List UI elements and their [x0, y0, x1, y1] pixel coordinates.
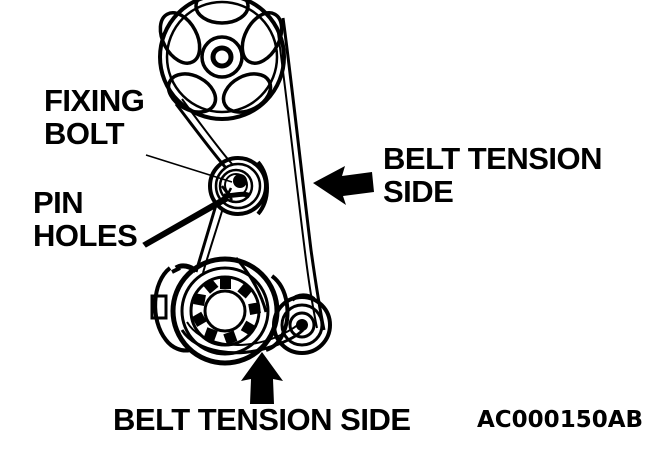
bearing-ball [220, 278, 231, 289]
bearing-ball [240, 320, 256, 336]
bearing-ball [203, 327, 218, 342]
idler-hub [296, 319, 308, 331]
spoke-hole [240, 11, 284, 65]
direction-arrows [241, 166, 374, 404]
bearing-inner-hub [203, 289, 247, 333]
pin-holes-leader-line [142, 195, 230, 248]
belt-tension-up-pointing-arrow [241, 352, 283, 404]
label-fixing-bolt: FIXING BOLT [44, 83, 145, 151]
tensioner-ring-2 [214, 162, 262, 210]
spoke-hole [166, 72, 218, 114]
pulley-bracket-right [265, 274, 290, 352]
bearing-ball [191, 311, 207, 327]
tensioner-outer-arc [256, 160, 269, 216]
tensioner-ring-3 [218, 168, 254, 204]
belt-right-outer [281, 17, 326, 331]
fixing-bolt-leader-line [145, 154, 233, 183]
spoke-hole [221, 72, 273, 114]
idler-pulley [272, 293, 332, 355]
idler-mount-tab [290, 293, 316, 302]
sprocket-outer-rim [158, 0, 286, 121]
bracket-hook-2 [171, 266, 181, 274]
pulley-bracket [153, 266, 191, 353]
label-belt-tension-side-right: BELT TENSION SIDE [383, 141, 603, 209]
label-pin-holes: PIN HOLES [33, 185, 138, 253]
fixing-bolt-head [233, 174, 247, 188]
idler-ring-2 [280, 303, 324, 347]
spoke-hole [158, 11, 202, 65]
label-belt-tension-side-bottom: BELT TENSION SIDE [113, 402, 411, 437]
sprocket-spoke-holes [158, 0, 284, 114]
camshaft-sprocket [158, 0, 286, 121]
idler-ring-3 [288, 311, 316, 339]
sprocket-hub-outer [200, 35, 244, 79]
bearing-ball [237, 282, 253, 299]
pin-holes-leader-tick [220, 185, 234, 203]
spoke-hole [194, 0, 250, 25]
bearing-race-2 [180, 266, 270, 356]
bracket-tab-left [150, 294, 168, 320]
leader-lines [142, 154, 234, 248]
sprocket-hub-inner [210, 45, 234, 69]
bearing-balls [191, 278, 261, 345]
belt-tension-left-pointing-arrow [313, 166, 374, 205]
bearing-ball [223, 330, 238, 345]
belt-tensioner-to-lower-inner [202, 207, 224, 274]
lower-bearing-pulley [150, 256, 290, 366]
sprocket-inner-rim [165, 0, 279, 114]
bearing-ball [193, 293, 206, 306]
tensioner-pulley [208, 156, 269, 216]
bearing-ball [248, 302, 261, 315]
part-number-label: AC000150AB [477, 407, 644, 433]
bearing-ball [202, 278, 219, 294]
